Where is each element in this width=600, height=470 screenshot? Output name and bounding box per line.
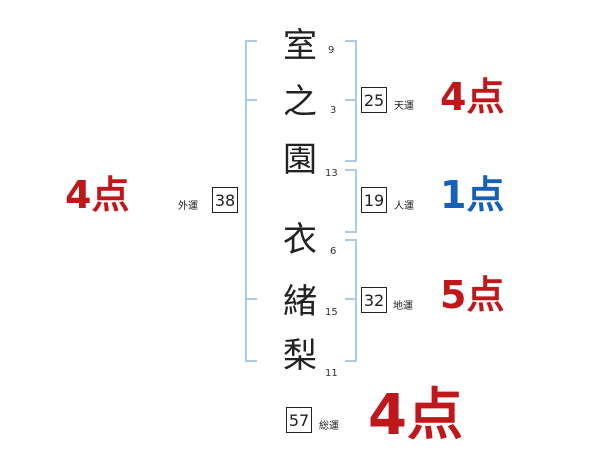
stroke-count-1: 9 xyxy=(328,45,335,56)
stroke-count-2: 3 xyxy=(330,105,337,116)
chi-label: 地運 xyxy=(393,301,413,312)
chi-value: 32 xyxy=(361,287,387,313)
ten-value: 25 xyxy=(361,87,387,113)
bracket-tick xyxy=(247,99,257,101)
gai-points: 4点 xyxy=(65,173,130,217)
bracket-tick xyxy=(247,298,257,300)
name-char-1: 室 xyxy=(283,26,317,66)
gai-label: 外運 xyxy=(178,201,198,212)
stroke-count-4: 6 xyxy=(330,246,337,257)
ten-label: 天運 xyxy=(394,101,414,112)
gai-value: 38 xyxy=(212,187,238,213)
sou-points: 4点 xyxy=(368,383,463,448)
bracket-tick xyxy=(345,298,355,300)
chi-bracket xyxy=(345,239,357,362)
stroke-count-5: 15 xyxy=(325,307,338,318)
name-char-5: 緒 xyxy=(283,282,317,322)
sou-label: 総運 xyxy=(319,421,339,432)
name-char-2: 之 xyxy=(283,82,317,122)
jin-bracket xyxy=(345,169,357,233)
name-char-6: 梨 xyxy=(283,336,317,376)
sou-value: 57 xyxy=(286,407,312,433)
jin-points: 1点 xyxy=(440,173,505,217)
jin-label: 人運 xyxy=(394,201,414,212)
ten-points: 4点 xyxy=(440,75,505,119)
name-char-4: 衣 xyxy=(283,220,317,260)
name-char-3: 園 xyxy=(283,140,317,180)
outer-bracket xyxy=(245,40,257,362)
ten-bracket xyxy=(345,40,357,162)
stroke-count-6: 11 xyxy=(325,368,338,379)
stroke-count-3: 13 xyxy=(325,168,338,179)
bracket-tick xyxy=(345,99,355,101)
chi-points: 5点 xyxy=(440,273,505,317)
jin-value: 19 xyxy=(361,187,387,213)
